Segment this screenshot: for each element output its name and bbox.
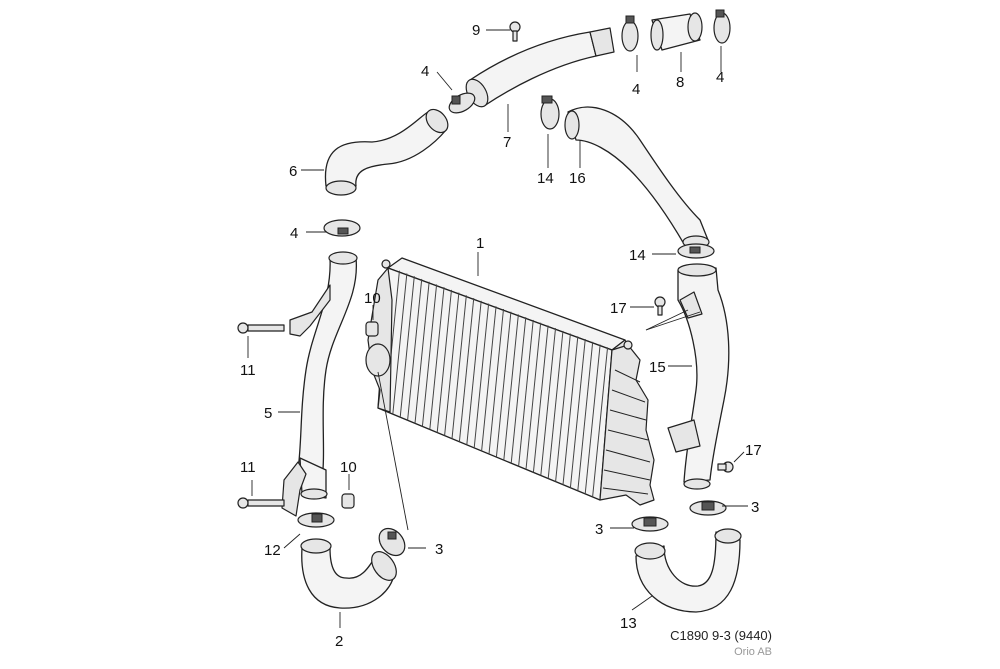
intercooler-fin bbox=[444, 292, 460, 436]
fastener-parts bbox=[237, 21, 734, 509]
hose-15-part bbox=[667, 263, 730, 490]
part-labels: 1 2 3 3 3 4 4 4 4 5 6 7 8 9 10 10 11 11 … bbox=[240, 22, 762, 650]
label-part-2: 2 bbox=[335, 633, 343, 650]
intercooler-fin bbox=[399, 276, 415, 418]
label-part-7: 7 bbox=[503, 134, 511, 151]
label-part-14-right: 14 bbox=[629, 247, 646, 264]
hose-7-part bbox=[465, 27, 615, 108]
intercooler-fin bbox=[562, 336, 579, 485]
intercooler-fin bbox=[495, 311, 512, 458]
hose-5-part bbox=[281, 251, 358, 517]
intercooler-fin bbox=[473, 303, 490, 448]
hose-16-part bbox=[564, 106, 710, 249]
label-part-6: 6 bbox=[289, 163, 297, 180]
intercooler-fin bbox=[503, 314, 519, 461]
label-part-12: 12 bbox=[264, 542, 281, 559]
intercooler-fin bbox=[577, 341, 594, 491]
intercooler-fin bbox=[466, 300, 482, 445]
intercooler-fin bbox=[451, 295, 467, 439]
intercooler-fin bbox=[392, 273, 408, 415]
intercooler-fin bbox=[547, 330, 564, 479]
intercooler-fin bbox=[592, 347, 609, 497]
label-part-11-lower: 11 bbox=[240, 459, 256, 476]
intercooler-fin bbox=[481, 306, 497, 451]
label-part-3-left: 3 bbox=[435, 541, 443, 558]
label-part-17-upper: 17 bbox=[610, 300, 627, 317]
label-part-4-top: 4 bbox=[632, 81, 640, 98]
label-part-4-left: 4 bbox=[290, 225, 298, 242]
label-part-9: 9 bbox=[472, 22, 480, 39]
leader-lines bbox=[247, 29, 748, 628]
intercooler-fin bbox=[421, 284, 438, 427]
label-part-10-lower: 10 bbox=[340, 459, 357, 476]
diagram-reference-code: C1890 9-3 (9440) bbox=[670, 628, 772, 643]
coupling-8-part bbox=[650, 12, 703, 51]
intercooler-fin bbox=[540, 328, 557, 476]
label-part-11-upper: 11 bbox=[240, 362, 256, 379]
label-part-8: 8 bbox=[676, 74, 684, 91]
intercooler-fin bbox=[584, 344, 601, 494]
label-part-5: 5 bbox=[264, 405, 272, 422]
label-part-1: 1 bbox=[476, 235, 484, 252]
clamp-parts bbox=[297, 9, 731, 557]
label-part-15: 15 bbox=[649, 359, 666, 376]
intercooler-fin bbox=[510, 317, 527, 464]
label-part-16: 16 bbox=[569, 170, 586, 187]
label-part-3-right: 3 bbox=[751, 499, 759, 516]
label-part-14-upper: 14 bbox=[537, 170, 554, 187]
label-part-4-topright: 4 bbox=[716, 69, 724, 86]
label-part-4-hose6: 4 bbox=[421, 63, 429, 80]
label-part-10-upper: 10 bbox=[364, 290, 381, 307]
hose-6-part bbox=[324, 108, 449, 196]
hose-13-part bbox=[634, 528, 742, 613]
diagram-owner: Orio AB bbox=[734, 646, 772, 658]
intercooler-fin bbox=[429, 287, 445, 430]
intercooler-fin bbox=[532, 325, 549, 473]
intercooler-fin bbox=[518, 319, 534, 467]
intercooler-fin bbox=[407, 278, 423, 421]
intercooler-fin bbox=[525, 322, 542, 470]
intercooler-part bbox=[365, 257, 655, 506]
intercooler-fin bbox=[436, 289, 452, 433]
intercooler-fin bbox=[555, 333, 571, 482]
intercooler-fin bbox=[569, 339, 586, 488]
label-part-13: 13 bbox=[620, 615, 637, 632]
hose-2-part bbox=[300, 538, 397, 609]
label-part-3-center: 3 bbox=[595, 521, 603, 538]
intercooler-fin bbox=[488, 308, 504, 455]
label-part-17-lower: 17 bbox=[745, 442, 762, 459]
intercooler-fin bbox=[414, 281, 430, 424]
intercooler-fin bbox=[458, 298, 475, 442]
